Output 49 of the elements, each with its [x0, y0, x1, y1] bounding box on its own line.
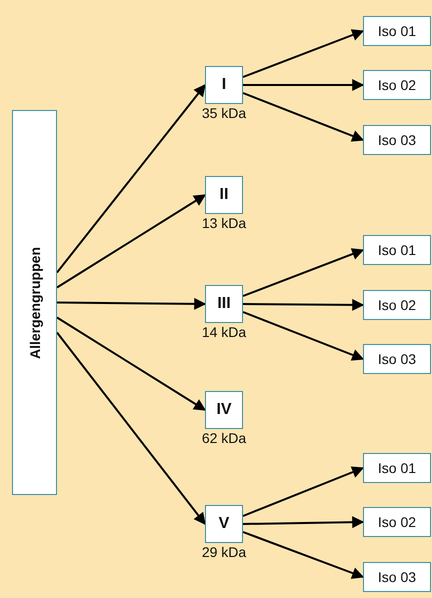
arrow — [242, 466, 364, 517]
mass-label: 14 kDa — [202, 324, 246, 340]
group-box — [205, 285, 243, 323]
isoform-label: Iso 01 — [378, 242, 416, 258]
arrow — [242, 516, 364, 528]
arrow — [57, 298, 206, 310]
group-box — [205, 505, 243, 543]
arrow — [56, 332, 206, 525]
arrow — [242, 92, 364, 142]
arrow — [56, 316, 206, 411]
group-numeral: III — [217, 295, 231, 313]
isoform-label: Iso 02 — [378, 297, 416, 313]
isoform-label: Iso 03 — [378, 569, 416, 585]
group-numeral: IV — [216, 401, 232, 419]
arrow — [242, 29, 364, 78]
isoform-box — [363, 70, 431, 100]
mass-label: 35 kDa — [202, 105, 246, 121]
arrow — [243, 79, 364, 91]
mass-label: 13 kDa — [202, 215, 246, 231]
isoform-box — [363, 235, 431, 265]
isoform-box — [363, 453, 431, 483]
arrow — [242, 311, 364, 361]
isoform-box — [363, 290, 431, 320]
group-label: Allergengruppen — [26, 246, 42, 358]
isoform-label: Iso 01 — [378, 460, 416, 476]
isoform-label: Iso 01 — [378, 23, 416, 39]
group-box — [205, 66, 243, 104]
isoform-label: Iso 02 — [378, 514, 416, 530]
group-numeral: I — [222, 76, 226, 94]
isoform-box — [363, 562, 431, 592]
isoform-label: Iso 02 — [378, 77, 416, 93]
group-box — [205, 391, 243, 429]
arrow — [243, 298, 364, 311]
arrow — [56, 194, 206, 288]
mass-label: 62 kDa — [202, 430, 246, 446]
arrow — [56, 84, 206, 274]
isoform-box — [363, 125, 431, 155]
group-box — [205, 176, 243, 214]
group-numeral: V — [218, 515, 230, 533]
mass-label: 29 kDa — [202, 544, 246, 560]
group-numeral: II — [220, 186, 228, 204]
group-box — [12, 110, 57, 495]
isoform-label: Iso 03 — [378, 351, 416, 367]
arrow — [242, 248, 364, 297]
isoform-box — [363, 344, 431, 374]
isoform-box — [363, 507, 431, 537]
arrow — [242, 531, 364, 579]
isoform-box — [363, 16, 431, 46]
isoform-label: Iso 03 — [378, 132, 416, 148]
